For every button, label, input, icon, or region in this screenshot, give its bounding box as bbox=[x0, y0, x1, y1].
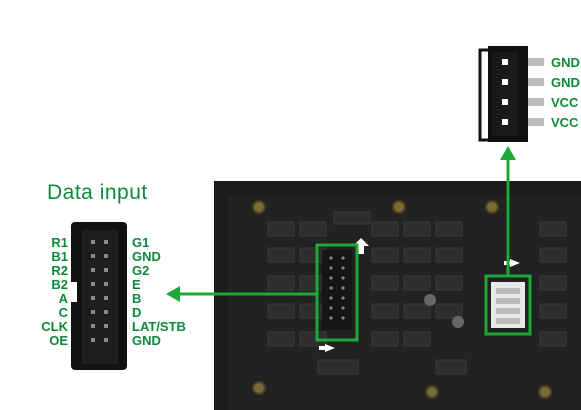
pin-label-right-1: G1 bbox=[132, 235, 150, 250]
data-input-title: Data input bbox=[47, 181, 148, 204]
pin-label-right-5: B bbox=[132, 291, 142, 306]
pin-label-right-8: GND bbox=[132, 333, 161, 348]
data-input-connector bbox=[71, 222, 127, 370]
pin-label-right-7: LAT/STB bbox=[132, 319, 186, 334]
pin-label-left-4: B2 bbox=[51, 277, 68, 292]
pin-label-right-3: G2 bbox=[132, 263, 150, 278]
power-pin-label-3: VCC bbox=[551, 95, 579, 110]
power-pin-label-4: VCC bbox=[551, 115, 579, 130]
pin-label-left-7: CLK bbox=[41, 319, 68, 334]
power-input-connector bbox=[478, 46, 544, 142]
pin-label-right-6: D bbox=[132, 305, 142, 320]
pin-label-left-6: C bbox=[58, 305, 68, 320]
data-input-arrow bbox=[166, 286, 317, 302]
pin-label-right-2: GND bbox=[132, 249, 161, 264]
pin-label-left-8: OE bbox=[49, 333, 68, 348]
led-panel-board bbox=[214, 181, 581, 410]
pin-label-left-3: R2 bbox=[51, 263, 68, 278]
pin-label-right-4: E bbox=[132, 277, 141, 292]
power-pin-label-2: GND bbox=[551, 75, 580, 90]
power-input-arrow bbox=[500, 146, 516, 276]
pin-label-left-1: R1 bbox=[51, 235, 68, 250]
pin-label-left-2: B1 bbox=[51, 249, 68, 264]
pin-label-left-5: A bbox=[58, 291, 68, 306]
power-pin-label-1: GND bbox=[551, 55, 580, 70]
